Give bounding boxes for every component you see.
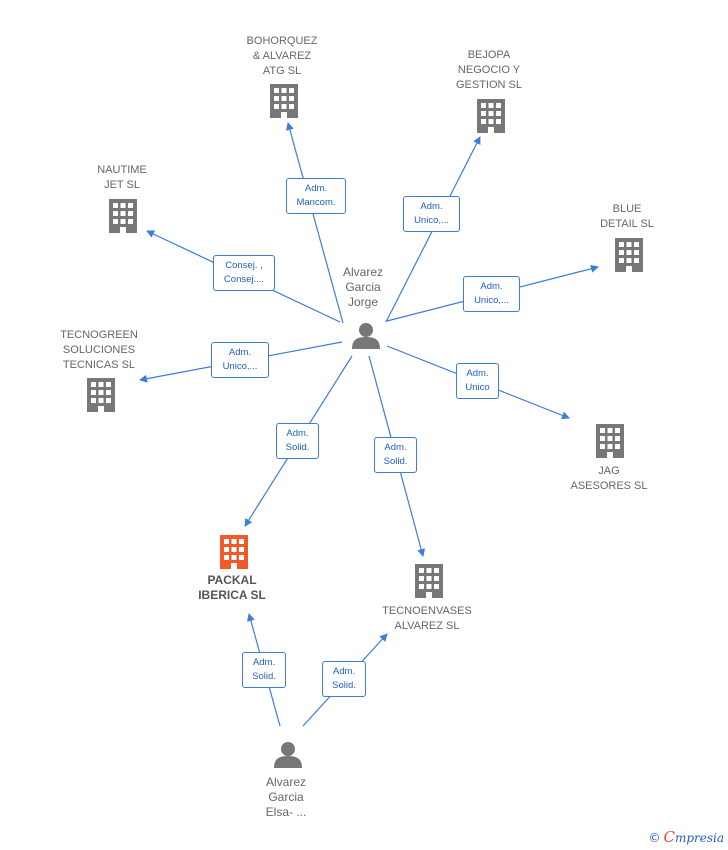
building-icon[interactable]	[477, 99, 505, 133]
building-icon[interactable]	[615, 238, 643, 272]
building-icon[interactable]	[87, 378, 115, 412]
building-icon[interactable]	[220, 535, 248, 569]
company-label-tecnoenvases[interactable]: TECNOENVASES ALVAREZ SL	[382, 605, 472, 632]
company-label-nautime[interactable]: NAUTIME JET SL	[97, 164, 147, 191]
building-icon[interactable]	[109, 199, 137, 233]
edge-label-bejopa[interactable]: Adm. Unico,...	[403, 196, 460, 232]
company-label-jag[interactable]: JAG ASESORES SL	[570, 465, 648, 492]
company-label-packal[interactable]: PACKAL IBERICA SL	[198, 573, 266, 602]
edge-label-tecnogreen[interactable]: Adm. Unico,...	[211, 342, 269, 378]
brand-initial: C	[663, 828, 675, 846]
building-icon[interactable]	[415, 564, 443, 598]
person-label-elsa[interactable]: Alvarez Garcia Elsa- ...	[265, 775, 307, 819]
building-icon[interactable]	[270, 84, 298, 118]
building-icon[interactable]	[596, 424, 624, 458]
company-label-tecnogreen[interactable]: TECNOGREEN SOLUCIONES TECNICAS SL	[60, 329, 138, 371]
edge-jorge-bohorquez	[285, 122, 344, 324]
edge-label-tecnoenvases-jorge[interactable]: Adm. Solid.	[374, 437, 417, 473]
edge-label-packal-jorge[interactable]: Adm. Solid.	[276, 423, 319, 459]
company-label-blue-detail[interactable]: BLUE DETAIL SL	[600, 203, 654, 230]
edge-label-bohorquez[interactable]: Adm. Mancom.	[286, 178, 346, 214]
person-icon[interactable]	[352, 323, 380, 349]
edge-label-nautime[interactable]: Consej. , Consej....	[213, 255, 275, 291]
company-label-bohorquez[interactable]: BOHORQUEZ & ALVAREZ ATG SL	[246, 35, 318, 77]
edge-label-jag[interactable]: Adm. Unico	[456, 363, 499, 399]
empresia-logo: ©Cmpresia	[648, 828, 724, 846]
copyright-symbol: ©	[648, 831, 661, 845]
edge-label-tecnoenvases-elsa[interactable]: Adm. Solid.	[322, 661, 366, 697]
person-icon[interactable]	[274, 742, 302, 768]
edge-label-packal-elsa[interactable]: Adm. Solid.	[242, 652, 286, 688]
company-label-bejopa[interactable]: BEJOPA NEGOCIO Y GESTION SL	[455, 49, 523, 91]
edge-label-blue-detail[interactable]: Adm. Unico,...	[463, 276, 520, 312]
edge-lines	[139, 122, 599, 727]
brand-name: mpresia	[674, 831, 724, 845]
person-label-jorge[interactable]: Alvarez Garcia Jorge	[342, 265, 384, 309]
